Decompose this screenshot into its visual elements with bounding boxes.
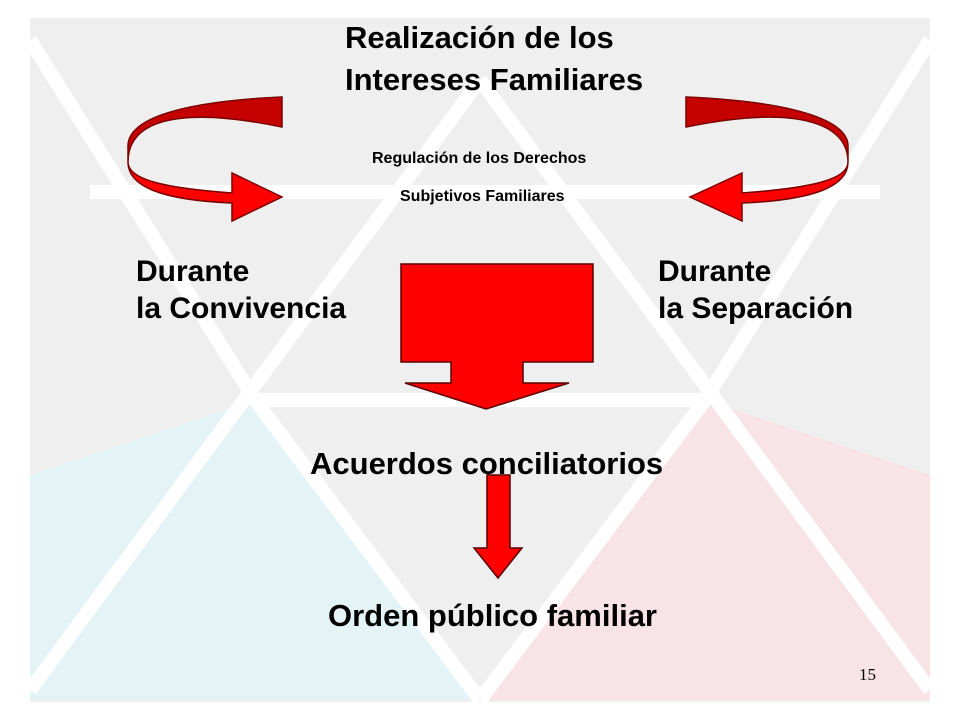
background-line	[24, 75, 486, 695]
title-line-1: Realización de los	[345, 20, 614, 55]
right-label-line-1: Durante	[658, 255, 772, 288]
center-note-line-1: Regulación de los Derechos	[372, 150, 587, 167]
page-number: 15	[859, 665, 876, 684]
title-line-2: Intereses Familiares	[345, 62, 644, 97]
center-note-line-2: Subjetivos Familiares	[400, 188, 565, 205]
down-arrow	[472, 474, 524, 580]
background-line	[474, 75, 936, 695]
background-pink-triangle	[480, 400, 930, 700]
background-cyan-triangle	[30, 400, 480, 700]
left-label-line-1: Durante	[136, 255, 250, 288]
right-label-line-2: la Separación	[658, 292, 854, 325]
center-block-arrow	[400, 263, 594, 410]
background-line	[24, 36, 261, 404]
background-line	[699, 36, 936, 404]
left-curved-arrow	[127, 96, 284, 223]
right-curved-arrow	[685, 96, 849, 223]
left-label-line-2: la Convivencia	[136, 292, 347, 325]
background-line	[249, 395, 486, 705]
background-line	[474, 395, 711, 705]
middle-node-label: Acuerdos conciliatorios	[310, 446, 664, 481]
bottom-node-label: Orden público familiar	[328, 598, 657, 633]
